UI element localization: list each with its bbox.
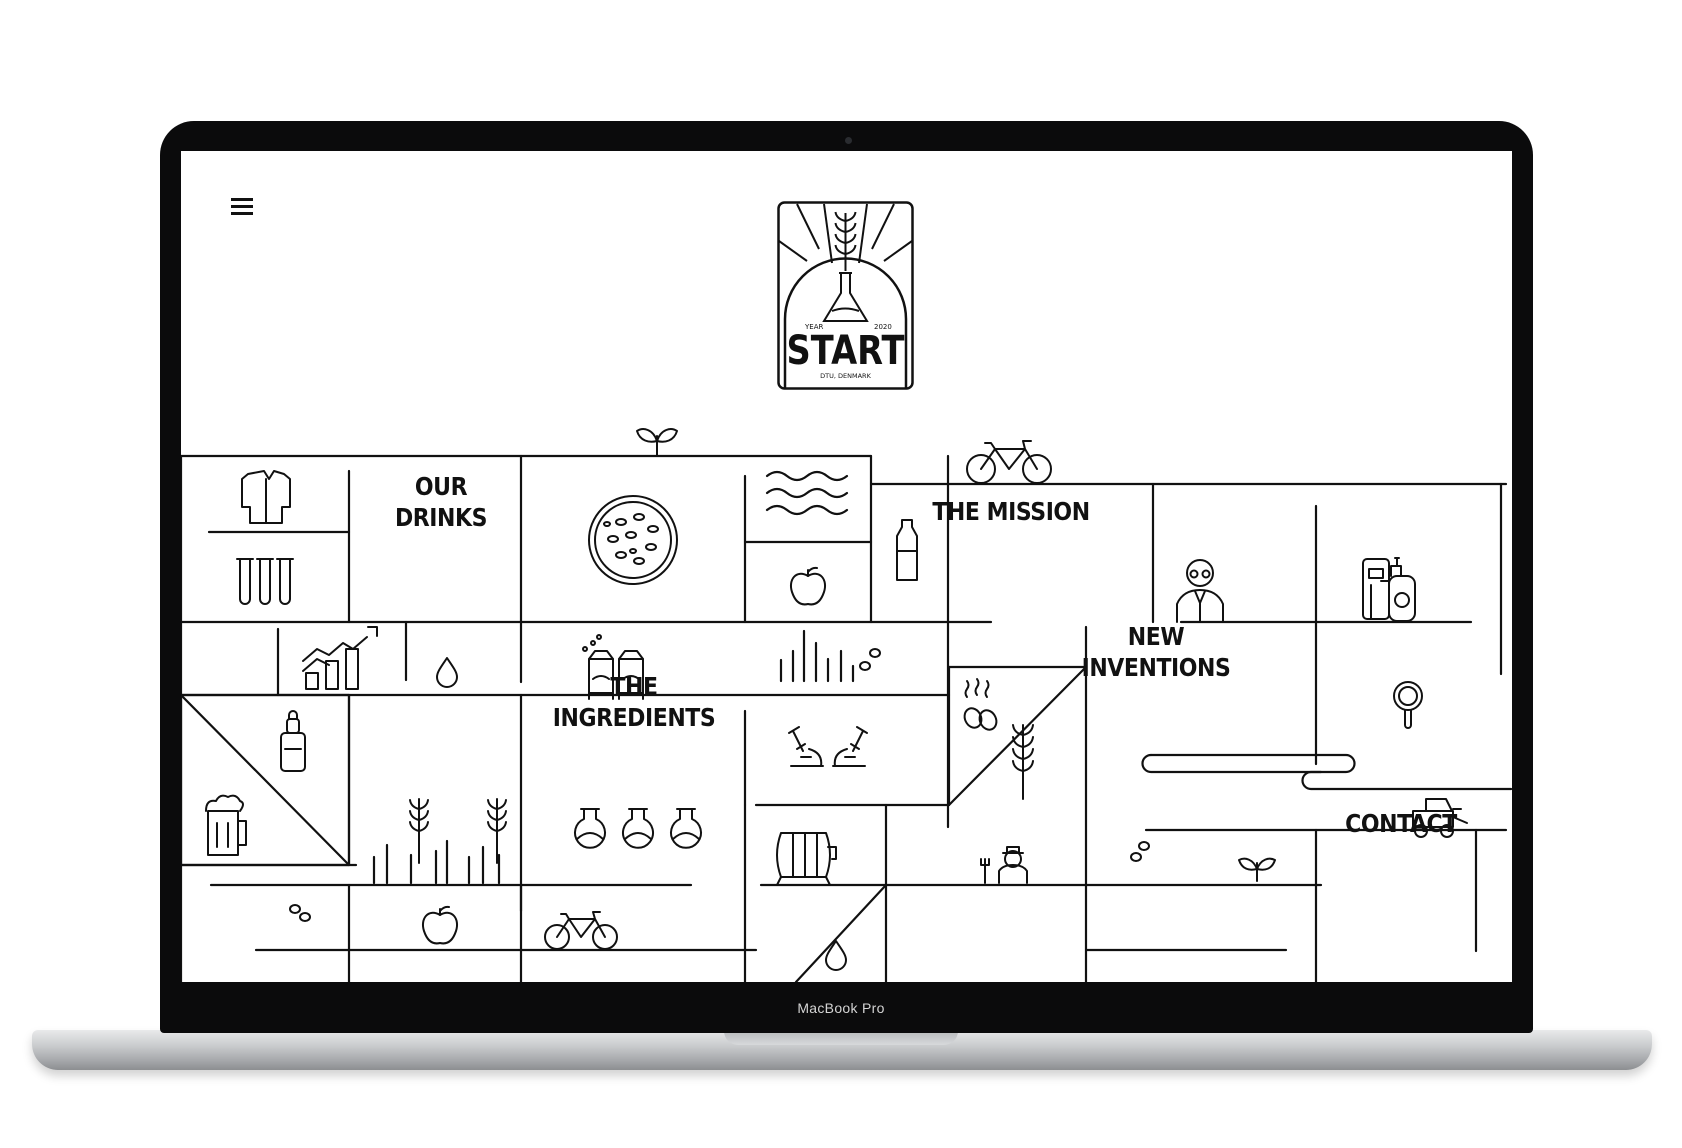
logo-year: 2020 — [874, 323, 892, 331]
logo-year-label: YEAR — [804, 323, 823, 331]
nav-contact-line1: CONTACT — [1345, 809, 1457, 838]
apple-bottom-icon — [422, 905, 458, 945]
nav-the-ingredients-line1: THE — [610, 672, 658, 701]
growth-chart-icon — [302, 626, 378, 690]
start-logo[interactable]: YEAR 2020 START DTU, DENMARK — [777, 201, 914, 390]
lab-coat-icon — [241, 470, 291, 524]
scientist-icon — [1176, 559, 1224, 623]
sprout-icon — [636, 428, 678, 457]
bicycle-bottom-icon — [544, 911, 618, 950]
barrel-icon — [776, 832, 837, 886]
harvester-icon — [1412, 798, 1468, 838]
device-brand-label: MacBook Pro — [797, 1000, 885, 1016]
nav-our-drinks-line2: DRINKS — [394, 503, 488, 532]
website-screen: YEAR 2020 START DTU, DENMARK — [181, 151, 1512, 982]
microscope-icon — [788, 726, 868, 767]
test-tubes-icon — [236, 558, 294, 605]
nav-the-mission-line1: THE MISSION — [932, 497, 1090, 526]
webcam-icon — [845, 137, 852, 144]
nav-the-mission[interactable]: THE MISSION — [901, 496, 1121, 527]
magnifier-icon — [1393, 681, 1423, 729]
drop-bottom-icon — [825, 940, 847, 971]
nav-new-inventions-line1: NEW — [1127, 622, 1185, 651]
water-drop-icon — [436, 657, 458, 688]
logo-location: DTU, DENMARK — [820, 372, 871, 380]
lab-machine-icon — [1362, 557, 1416, 622]
nav-our-drinks-line1: OUR — [414, 472, 468, 501]
apple-icon — [790, 566, 826, 606]
nav-our-drinks[interactable]: OUR DRINKS — [371, 471, 512, 533]
farmer-icon — [980, 846, 1028, 884]
brewery-tanks-icon — [582, 634, 644, 700]
small-sprout-icon — [1238, 857, 1276, 882]
wheat-icon — [1012, 724, 1034, 800]
petri-dish-icon — [588, 495, 678, 585]
hamburger-icon[interactable] — [231, 196, 255, 216]
dropper-bottle-icon — [280, 710, 306, 772]
laptop-notch — [724, 1031, 958, 1045]
nav-the-ingredients-line2: INGREDIENTS — [552, 703, 716, 732]
nav-new-inventions[interactable]: NEW INVENTIONS — [1042, 621, 1271, 683]
beans-icon — [289, 841, 1150, 922]
wheat-stalks-icon — [409, 798, 507, 864]
coffee-beans-icon — [859, 648, 881, 671]
nav-new-inventions-line2: INVENTIONS — [1081, 653, 1231, 682]
grid-illustration — [181, 428, 1512, 982]
flasks-icon — [574, 808, 702, 849]
nav-the-ingredients[interactable]: THE INGREDIENTS — [519, 671, 750, 733]
milk-bottle-icon — [896, 519, 918, 581]
nav-contact[interactable]: CONTACT — [1326, 808, 1476, 839]
roasted-bean-icon — [963, 678, 998, 731]
beer-mug-icon — [205, 794, 247, 856]
logo-title: START — [787, 328, 906, 374]
bicycle-icon — [966, 440, 1052, 484]
